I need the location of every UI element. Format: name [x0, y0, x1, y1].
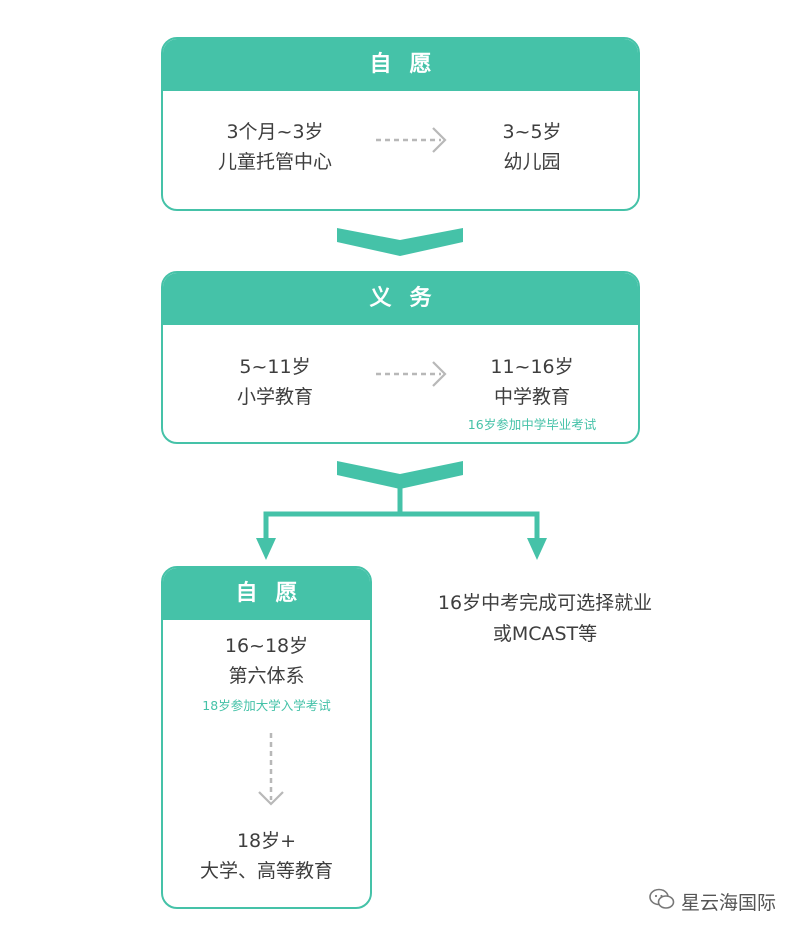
stage-kindergarten-age: 3~5岁 — [502, 121, 562, 143]
watermark-text: 星云海国际 — [680, 892, 776, 914]
stage-kindergarten-label: 幼儿园 — [503, 151, 561, 173]
stage-kindergarten: 3~5岁 幼儿园 — [452, 117, 612, 177]
stage-childcare-label: 儿童托管中心 — [217, 151, 332, 173]
stage-box-compulsory: 义务 — [161, 271, 640, 444]
stage-secondary-label: 中学教育 — [493, 386, 570, 408]
box-header-voluntary-sixth-form: 自愿 — [163, 568, 370, 620]
dashed-arrow-down — [258, 733, 284, 806]
secondary-exam-note: 16岁参加中学毕业考试 — [467, 417, 597, 432]
stage-sixth-form-age: 16~18岁 — [224, 635, 309, 657]
stage-childcare-age: 3个月~3岁 — [226, 121, 324, 143]
dashed-arrow-right-2 — [376, 361, 447, 387]
watermark: 星云海国际 — [649, 888, 776, 915]
box-header-compulsory: 义务 — [163, 273, 638, 325]
arrow-down-right-icon — [527, 538, 547, 560]
stage-higher-education-age: 18岁+ — [236, 830, 297, 852]
stage-box-voluntary-early: 自愿 — [161, 37, 640, 211]
stage-secondary: 11~16岁 中学教育 — [452, 352, 612, 412]
arrow-down-left-icon — [256, 538, 276, 560]
side-branch-line2: 或MCAST等 — [492, 623, 598, 645]
stage-higher-education-label: 大学、高等教育 — [199, 860, 333, 882]
stage-box-voluntary-sixth-form: 自愿 — [161, 566, 372, 909]
dashed-arrow-right-1 — [376, 127, 447, 153]
stage-sixth-form-label: 第六体系 — [228, 665, 305, 687]
wechat-icon — [649, 888, 675, 915]
stage-secondary-age: 11~16岁 — [490, 356, 574, 378]
side-branch-text: 16岁中考完成可选择就业 或MCAST等 — [405, 588, 685, 650]
stage-childcare: 3个月~3岁 儿童托管中心 — [185, 117, 365, 177]
stage-sixth-form: 16~18岁 第六体系 — [161, 631, 372, 691]
university-exam-note: 18岁参加大学入学考试 — [202, 698, 331, 713]
stage-primary: 5~11岁 小学教育 — [185, 352, 365, 412]
side-branch-line1: 16岁中考完成可选择就业 — [437, 592, 653, 614]
chevron-down-icon-2 — [337, 461, 463, 489]
chevron-down-icon — [337, 228, 463, 256]
box-header-voluntary-early: 自愿 — [163, 39, 638, 91]
stage-primary-age: 5~11岁 — [239, 356, 311, 378]
branch-connector — [263, 485, 540, 543]
stage-higher-education: 18岁+ 大学、高等教育 — [161, 826, 372, 886]
stage-primary-label: 小学教育 — [236, 386, 313, 408]
